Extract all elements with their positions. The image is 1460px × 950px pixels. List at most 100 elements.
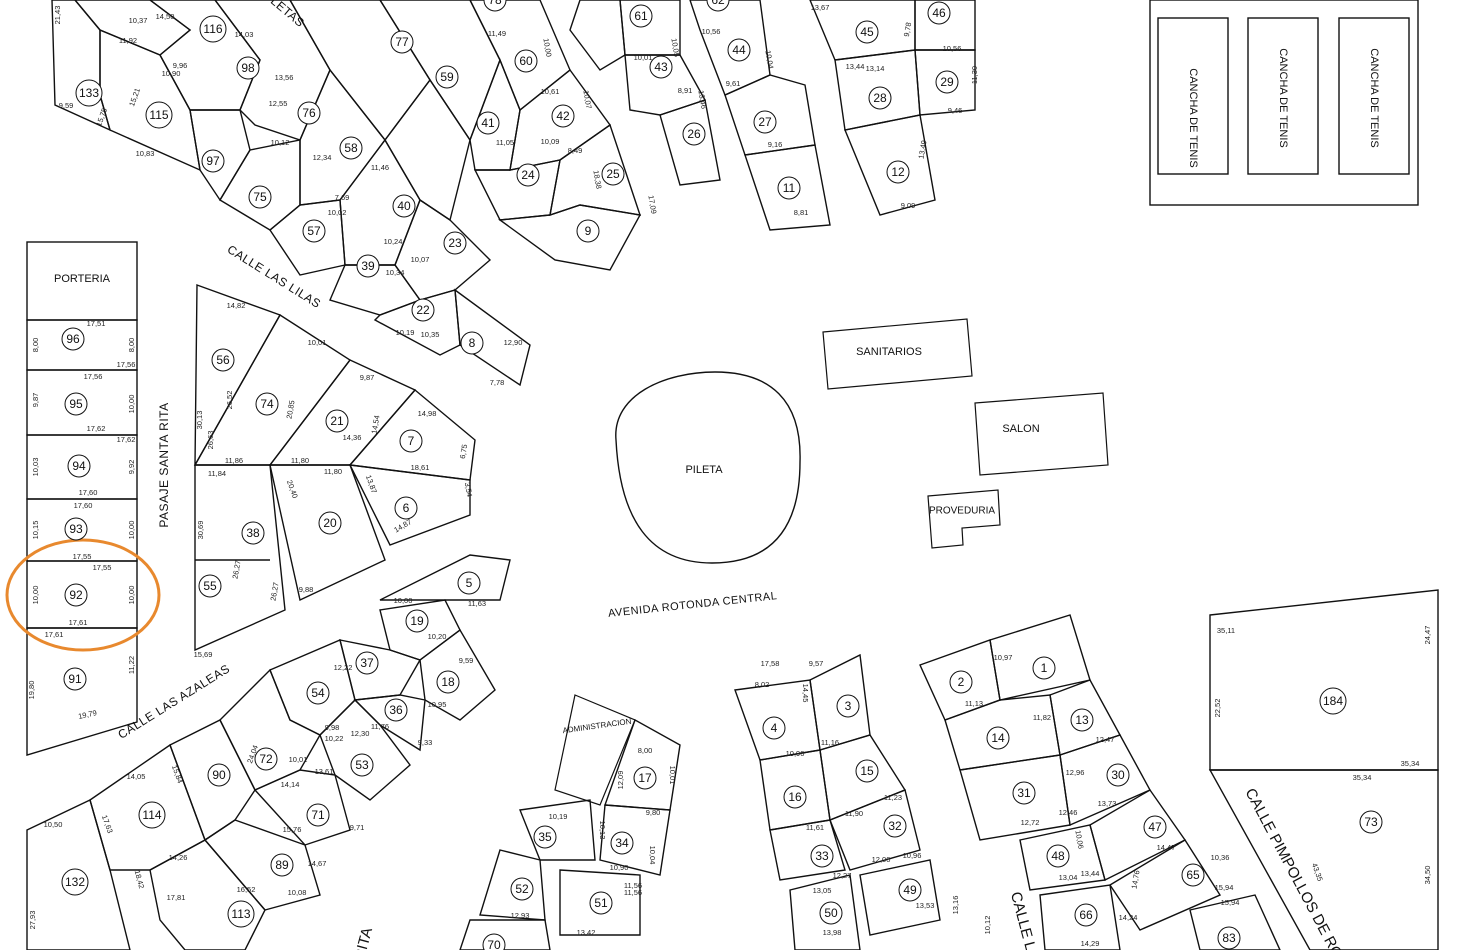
lot-marker-57[interactable]: 57 [302, 219, 326, 243]
lot-marker-49[interactable]: 49 [898, 878, 922, 902]
lot-marker-17[interactable]: 17 [633, 766, 657, 790]
tennis-court-1[interactable] [1157, 17, 1229, 175]
lot-24[interactable] [473, 159, 561, 221]
lot-66[interactable] [1039, 884, 1121, 950]
lot-marker-78[interactable]: 78 [483, 0, 507, 12]
lot-marker-76[interactable]: 76 [297, 101, 321, 125]
lot-marker-54[interactable]: 54 [306, 681, 330, 705]
lot-marker-51[interactable]: 51 [589, 891, 613, 915]
lot-113[interactable] [149, 839, 266, 950]
lot-marker-1[interactable]: 1 [1032, 656, 1056, 680]
lot-33[interactable] [769, 819, 846, 881]
lot-marker-58[interactable]: 58 [339, 136, 363, 160]
lot-70[interactable] [459, 919, 551, 950]
lot-22[interactable] [373, 289, 461, 356]
lot-20[interactable] [269, 464, 386, 602]
lot-marker-70[interactable]: 70 [482, 933, 506, 950]
lot-marker-74[interactable]: 74 [255, 392, 279, 416]
lot-marker-77[interactable]: 77 [390, 30, 414, 54]
lot-marker-4[interactable]: 4 [762, 716, 786, 740]
tennis-court-3[interactable] [1338, 17, 1410, 175]
lot-marker-32[interactable]: 32 [883, 814, 907, 838]
lot-marker-36[interactable]: 36 [384, 698, 408, 722]
lot-marker-15[interactable]: 15 [855, 759, 879, 783]
lot-marker-97[interactable]: 97 [201, 149, 225, 173]
lot-38-55[interactable] [194, 464, 286, 652]
lot-35[interactable] [519, 799, 596, 861]
lot-marker-61[interactable]: 61 [629, 4, 653, 28]
lot-27[interactable] [724, 74, 816, 156]
lot-marker-47[interactable]: 47 [1143, 815, 1167, 839]
lot-marker-20[interactable]: 20 [318, 511, 342, 535]
lot-marker-89[interactable]: 89 [270, 853, 294, 877]
lot-116[interactable] [74, 0, 192, 56]
lot-26[interactable] [659, 99, 721, 186]
lot-marker-115[interactable]: 115 [145, 101, 173, 129]
lot-32[interactable] [829, 789, 921, 871]
lot-61-w[interactable] [569, 0, 626, 71]
lot-marker-9[interactable]: 9 [576, 219, 600, 243]
lot-132[interactable] [26, 799, 131, 950]
lot-marker-24[interactable]: 24 [516, 163, 540, 187]
lot-marker-66[interactable]: 66 [1074, 903, 1098, 927]
lot-marker-14[interactable]: 14 [986, 726, 1010, 750]
lot-marker-13[interactable]: 13 [1070, 708, 1094, 732]
lot-40[interactable] [384, 78, 471, 222]
lot-marker-34[interactable]: 34 [610, 831, 634, 855]
lot-18[interactable] [419, 628, 496, 721]
lot-marker-35[interactable]: 35 [533, 825, 557, 849]
lot-marker-72[interactable]: 72 [254, 747, 278, 771]
lot-marker-55[interactable]: 55 [198, 574, 222, 598]
lot-marker-45[interactable]: 45 [855, 20, 879, 44]
proveduria-building[interactable] [927, 489, 1001, 549]
lot-72[interactable] [219, 668, 321, 791]
lot-marker-3[interactable]: 3 [836, 694, 860, 718]
lot-marker-33[interactable]: 33 [810, 844, 834, 868]
lot-marker-27[interactable]: 27 [753, 110, 777, 134]
pileta-pool[interactable] [615, 371, 801, 564]
lot-marker-95[interactable]: 95 [64, 392, 88, 416]
lot-marker-39[interactable]: 39 [356, 254, 380, 278]
lot-75[interactable] [219, 139, 301, 231]
lot-marker-48[interactable]: 48 [1046, 844, 1070, 868]
lot-marker-92[interactable]: 92 [64, 583, 88, 607]
lot-marker-46[interactable]: 46 [927, 1, 951, 25]
lot-184[interactable] [1209, 589, 1439, 771]
lot-marker-22[interactable]: 22 [411, 298, 435, 322]
lot-marker-41[interactable]: 41 [476, 111, 500, 135]
lot-marker-113[interactable]: 113 [227, 900, 255, 928]
lot-73[interactable] [1208, 769, 1439, 950]
lot-marker-7[interactable]: 7 [399, 429, 423, 453]
lot-marker-75[interactable]: 75 [248, 185, 272, 209]
lot-marker-53[interactable]: 53 [350, 753, 374, 777]
lot-58[interactable] [299, 68, 386, 206]
lot-marker-31[interactable]: 31 [1012, 781, 1036, 805]
lot-marker-29[interactable]: 29 [935, 70, 959, 94]
lot-marker-37[interactable]: 37 [355, 651, 379, 675]
lot-65[interactable] [1109, 839, 1222, 931]
lot-marker-59[interactable]: 59 [435, 65, 459, 89]
salon-building[interactable] [974, 392, 1109, 476]
lot-marker-42[interactable]: 42 [551, 104, 575, 128]
lot-marker-18[interactable]: 18 [436, 670, 460, 694]
lot-marker-94[interactable]: 94 [67, 454, 91, 478]
lot-49[interactable] [859, 859, 941, 936]
lot-marker-65[interactable]: 65 [1181, 863, 1205, 887]
lot-marker-25[interactable]: 25 [601, 162, 625, 186]
lot-marker-26[interactable]: 26 [682, 122, 706, 146]
lot-marker-91[interactable]: 91 [63, 667, 87, 691]
lot-71[interactable] [253, 769, 351, 846]
lot-marker-8[interactable]: 8 [460, 331, 484, 355]
lot-marker-98[interactable]: 98 [236, 56, 260, 80]
lot-marker-11[interactable]: 11 [777, 176, 801, 200]
lot-51[interactable] [559, 869, 641, 936]
lot-8[interactable] [454, 288, 531, 387]
sanitarios-building[interactable] [822, 318, 973, 390]
lot-marker-19[interactable]: 19 [405, 609, 429, 633]
lot-marker-40[interactable]: 40 [392, 194, 416, 218]
lot-marker-5[interactable]: 5 [457, 571, 481, 595]
lot-9[interactable] [498, 204, 642, 271]
lot-marker-90[interactable]: 90 [207, 763, 231, 787]
administracion-building[interactable] [554, 694, 636, 806]
lot-marker-12[interactable]: 12 [886, 160, 910, 184]
